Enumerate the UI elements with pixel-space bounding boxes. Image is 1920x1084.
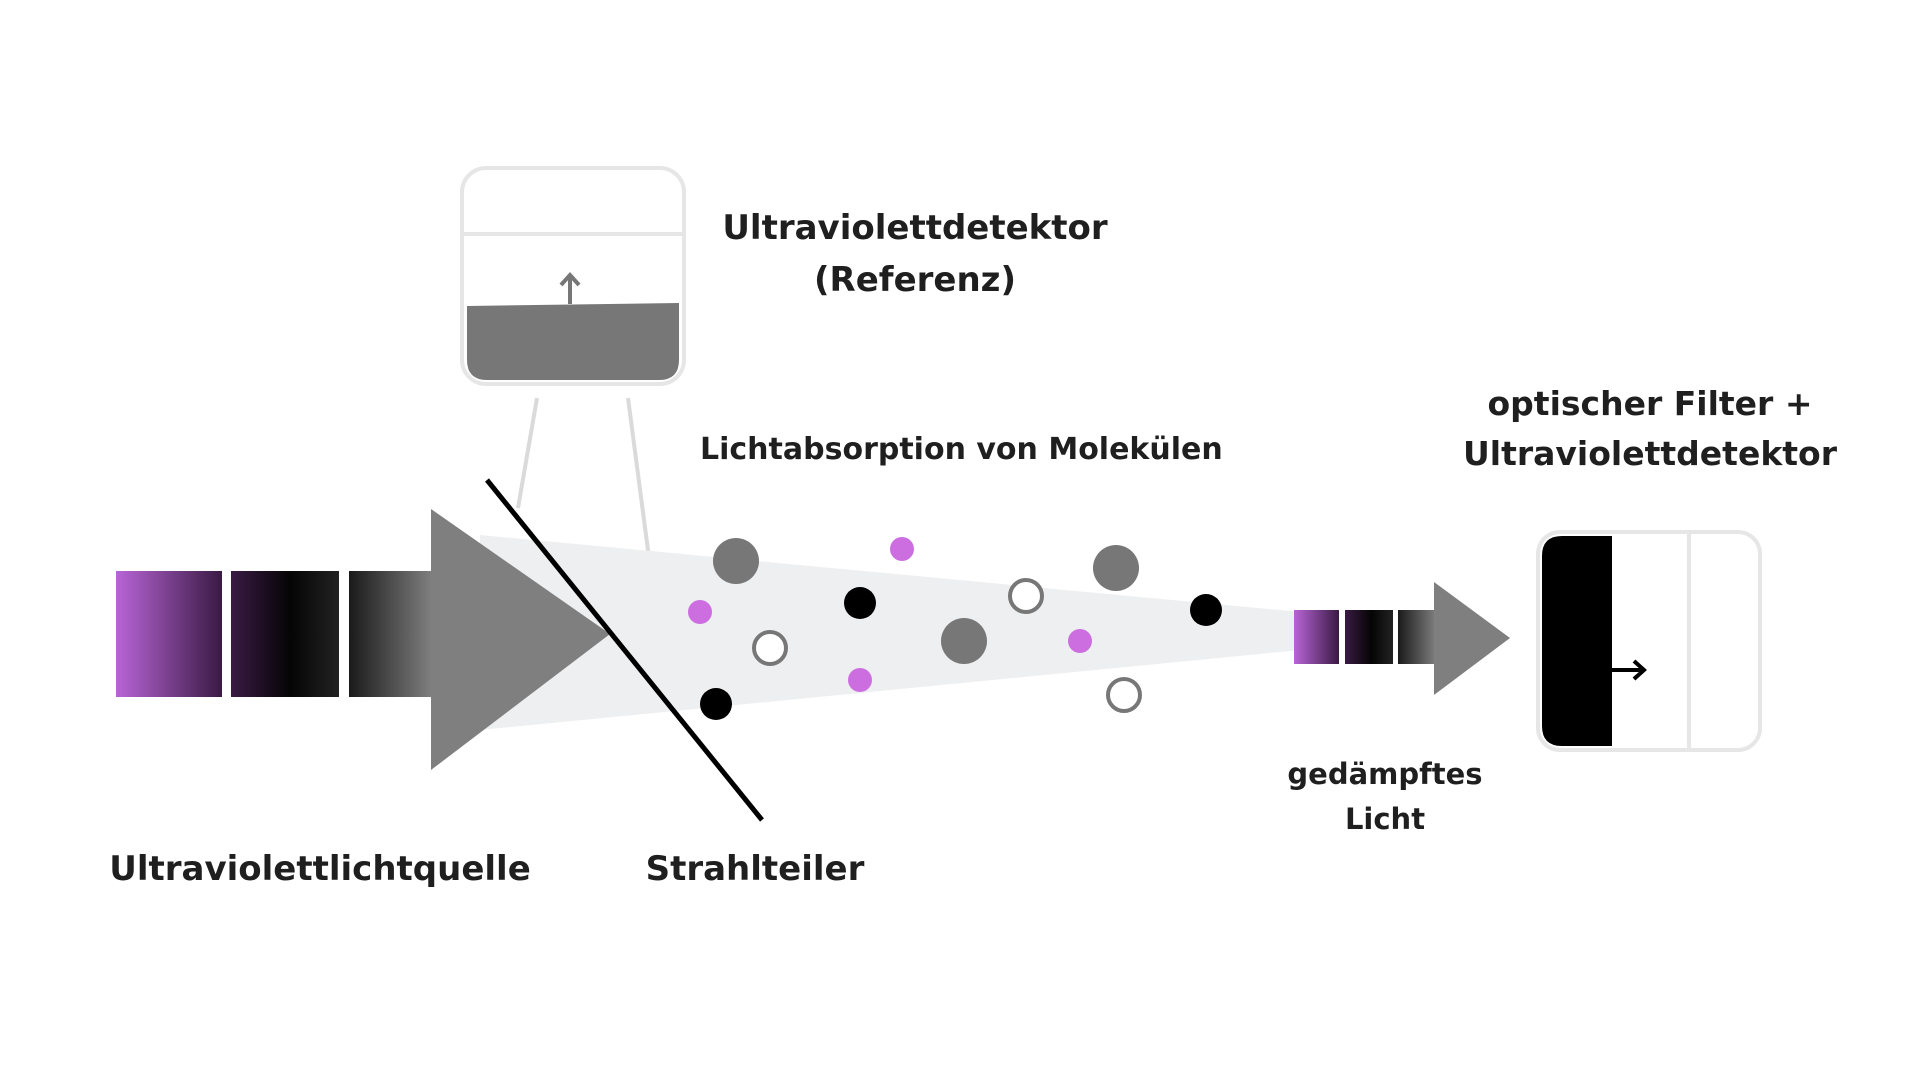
label-reference-detector-line2: (Referenz) xyxy=(814,260,1016,300)
label-attenuated-light: gedämpftes Licht xyxy=(1265,752,1505,842)
reference-detector xyxy=(460,166,686,386)
filter-detector-arrow-icon xyxy=(1612,659,1647,681)
molecule-black xyxy=(844,587,876,619)
molecule-violet xyxy=(890,537,914,561)
molecule-hollow xyxy=(1106,677,1142,713)
label-attenuated-line2: Licht xyxy=(1344,802,1426,836)
molecule-large-gray xyxy=(941,618,987,664)
molecule-black xyxy=(1190,594,1222,626)
attenuated-light-arrow xyxy=(1294,582,1510,695)
label-source-text: Ultraviolettlichtquelle xyxy=(109,849,531,889)
molecule-large-gray xyxy=(713,538,759,584)
label-filter-detector-line2: Ultraviolettdetektor xyxy=(1463,434,1837,473)
label-beam-splitter-text: Strahlteiler xyxy=(645,849,865,889)
light-beam xyxy=(480,535,1300,730)
label-filter-detector: optischer Filter + Ultraviolettdetektor xyxy=(1455,379,1845,479)
molecule-hollow xyxy=(1008,578,1044,614)
label-absorption: Lichtabsorption von Molekülen xyxy=(700,430,1223,470)
label-reference-detector-line1: Ultraviolettdetektor xyxy=(722,208,1108,248)
uv-light-source-arrow xyxy=(116,509,610,770)
beam-splitter xyxy=(485,478,764,822)
label-source: Ultraviolettlichtquelle xyxy=(100,846,540,892)
molecule-violet xyxy=(848,668,872,692)
molecule-hollow xyxy=(752,630,788,666)
label-beam-splitter: Strahlteiler xyxy=(620,846,890,892)
label-attenuated-line1: gedämpftes xyxy=(1287,757,1483,791)
molecules xyxy=(688,537,1222,720)
filter-detector xyxy=(1536,530,1762,752)
label-absorption-text: Lichtabsorption von Molekülen xyxy=(700,432,1223,467)
reference-connector-left xyxy=(516,397,539,509)
molecule-large-gray xyxy=(1093,545,1139,591)
label-reference-detector: Ultraviolettdetektor (Referenz) xyxy=(700,202,1130,306)
reference-level-arrow-icon xyxy=(559,272,581,304)
molecule-black xyxy=(700,688,732,720)
molecule-violet xyxy=(688,600,712,624)
label-filter-detector-line1: optischer Filter + xyxy=(1487,384,1813,423)
molecule-violet xyxy=(1068,629,1092,653)
